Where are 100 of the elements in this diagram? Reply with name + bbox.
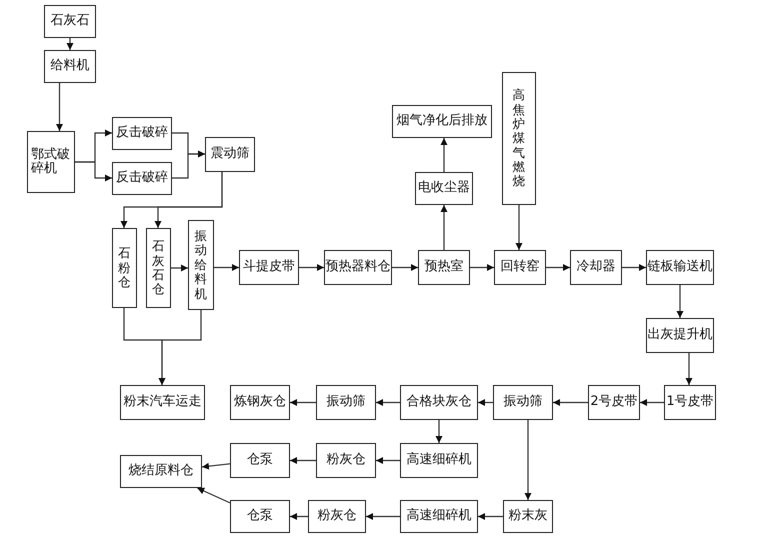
- process-box: [493, 385, 553, 420]
- arrow: [197, 487, 230, 504]
- arrow: [686, 353, 692, 385]
- arrow: [478, 399, 493, 406]
- arrow: [640, 399, 664, 406]
- box-label: 烟气净化后排放: [396, 114, 488, 129]
- box-label: 仓泵: [247, 453, 273, 468]
- arrow: [290, 399, 316, 406]
- arrow: [392, 264, 418, 271]
- arrow: [516, 205, 522, 250]
- box-label: 粉末汽车运走: [124, 395, 202, 410]
- process-box: [120, 455, 202, 488]
- box-label: 仓泵: [247, 509, 273, 524]
- process-box: [664, 385, 716, 420]
- box-label: 预热器料仓: [326, 260, 390, 275]
- arrow: [66, 38, 74, 50]
- process-box: [570, 250, 622, 285]
- box-label: 振动筛: [504, 395, 542, 410]
- process-box: [44, 5, 96, 38]
- process-box: [112, 162, 172, 195]
- arrow: [440, 138, 448, 172]
- box-label: 2号皮带: [590, 395, 638, 410]
- box-label: 反击破碎: [116, 171, 168, 186]
- box-label: 烧结原料仓: [128, 464, 194, 479]
- process-box: [400, 385, 478, 420]
- process-box: [230, 385, 290, 420]
- process-box: [27, 131, 75, 193]
- arrow: [676, 285, 684, 318]
- box-label: 炼钢灰仓: [234, 395, 286, 410]
- process-box: [188, 220, 214, 310]
- arrow: [158, 310, 202, 385]
- arrow: [478, 513, 503, 520]
- box-label: 反击破碎: [116, 126, 168, 141]
- arrow: [290, 457, 316, 464]
- arrow: [524, 420, 532, 500]
- process-box: [112, 117, 172, 150]
- process-box: [415, 172, 473, 205]
- box-label: 链板输送机: [648, 260, 712, 275]
- process-box: [646, 250, 714, 285]
- box-label: 斗提皮带: [243, 260, 295, 275]
- box-label: 振动筛: [326, 395, 366, 410]
- box-label: 预热室: [424, 260, 464, 275]
- process-box: [400, 500, 478, 533]
- arrow: [440, 205, 448, 250]
- arrow: [56, 83, 63, 131]
- box-label: 振动给料机: [194, 229, 208, 301]
- box-label: 出灰提升机: [648, 328, 712, 343]
- arrow: [214, 264, 239, 271]
- arrow: [436, 420, 442, 443]
- process-box: [146, 228, 171, 308]
- process-box: [112, 228, 137, 308]
- box-label: 冷却器: [576, 260, 616, 275]
- arrow: [470, 264, 494, 271]
- arrow: [376, 399, 400, 406]
- box-label: 石灰石: [50, 14, 90, 29]
- process-box: [324, 250, 392, 285]
- box-label: 粉末灰: [508, 509, 548, 524]
- process-box: [646, 318, 714, 353]
- box-label: 给料机: [50, 59, 90, 74]
- arrow: [376, 457, 400, 464]
- process-box: [503, 500, 553, 533]
- box-label: 高速细碎机: [406, 453, 472, 468]
- box-label: 震动筛: [210, 147, 250, 162]
- box-label: 高速细碎机: [406, 509, 472, 524]
- arrow: [202, 462, 230, 470]
- arrow: [622, 264, 646, 271]
- arrow: [299, 264, 324, 271]
- process-box: [205, 137, 255, 172]
- process-box: [230, 500, 290, 533]
- process-box: [308, 500, 366, 533]
- arrow: [290, 513, 308, 520]
- process-box: [502, 72, 536, 205]
- box-label: 1号皮带: [666, 395, 714, 410]
- process-box: [316, 385, 376, 420]
- box-label: 粉灰仓: [326, 453, 366, 468]
- process-box: [494, 250, 546, 285]
- arrow: [75, 161, 112, 182]
- process-box: [588, 385, 640, 420]
- box-label: 回转窑: [500, 260, 540, 275]
- process-box: [392, 105, 492, 138]
- arrow: [171, 264, 188, 272]
- process-box: [239, 250, 299, 285]
- process-box: [120, 385, 205, 420]
- process-box: [400, 443, 478, 478]
- arrow: [553, 399, 588, 406]
- arrow: [366, 513, 400, 520]
- box-label: 电收尘器: [418, 181, 470, 196]
- process-box: [230, 443, 290, 478]
- box-label: 石粉仓: [118, 246, 131, 290]
- box-label: 粉灰仓: [318, 509, 356, 524]
- process-box: [418, 250, 470, 285]
- box-label: 鄂式破碎机: [31, 148, 71, 176]
- box-label: 合格块灰仓: [406, 395, 472, 410]
- arrow: [154, 172, 223, 228]
- arrow: [172, 150, 205, 179]
- process-box: [44, 50, 96, 83]
- arrow: [546, 264, 570, 271]
- process-box: [316, 443, 376, 478]
- box-label: 石灰石仓: [152, 239, 165, 297]
- box-label: 高焦炉煤气燃烧: [512, 88, 526, 189]
